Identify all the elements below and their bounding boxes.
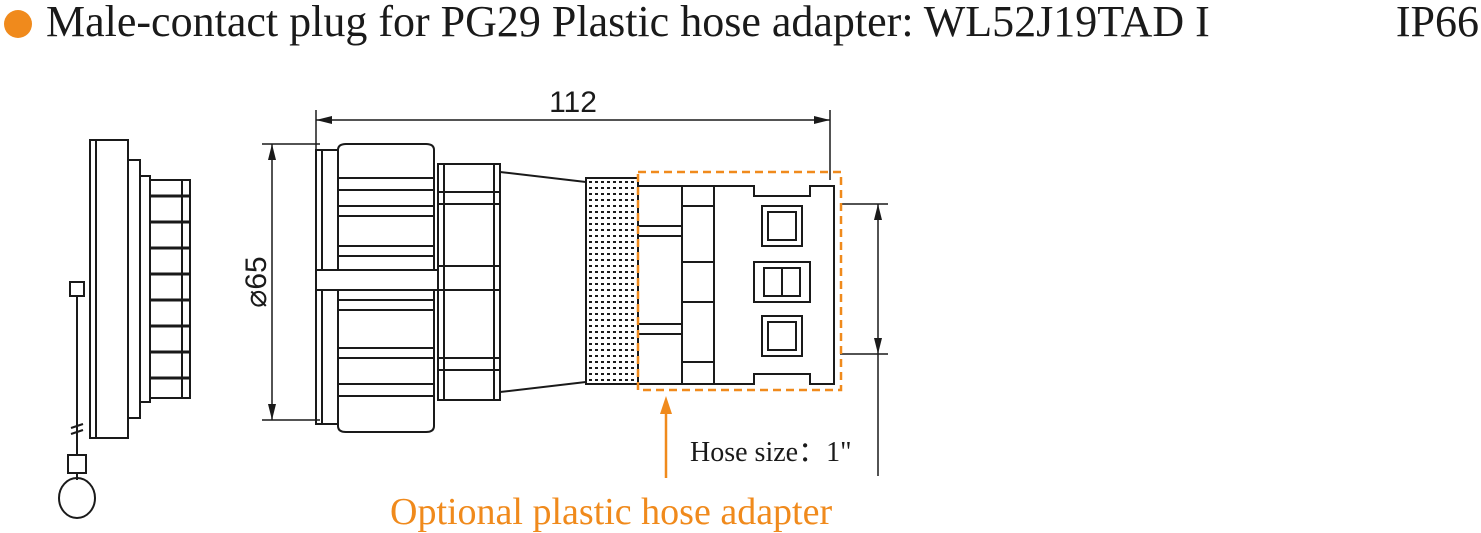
ip-rating: IP66	[1395, 0, 1479, 46]
bullet-icon	[4, 10, 32, 38]
length-dimension-label: 112	[549, 86, 597, 119]
front-view	[315, 143, 835, 433]
dimension-lines	[262, 110, 888, 476]
title-row: Male-contact plug for PG29 Plastic hose …	[0, 0, 1481, 48]
hose-size-label: Hose size：1"	[690, 437, 852, 468]
adapter-callout-label: Optional plastic hose adapter	[390, 491, 832, 533]
side-view	[58, 139, 191, 519]
page-title: Male-contact plug for PG29 Plastic hose …	[46, 0, 1210, 46]
diameter-dimension-label: ⌀65	[240, 256, 273, 307]
adapter-highlight	[636, 170, 843, 478]
